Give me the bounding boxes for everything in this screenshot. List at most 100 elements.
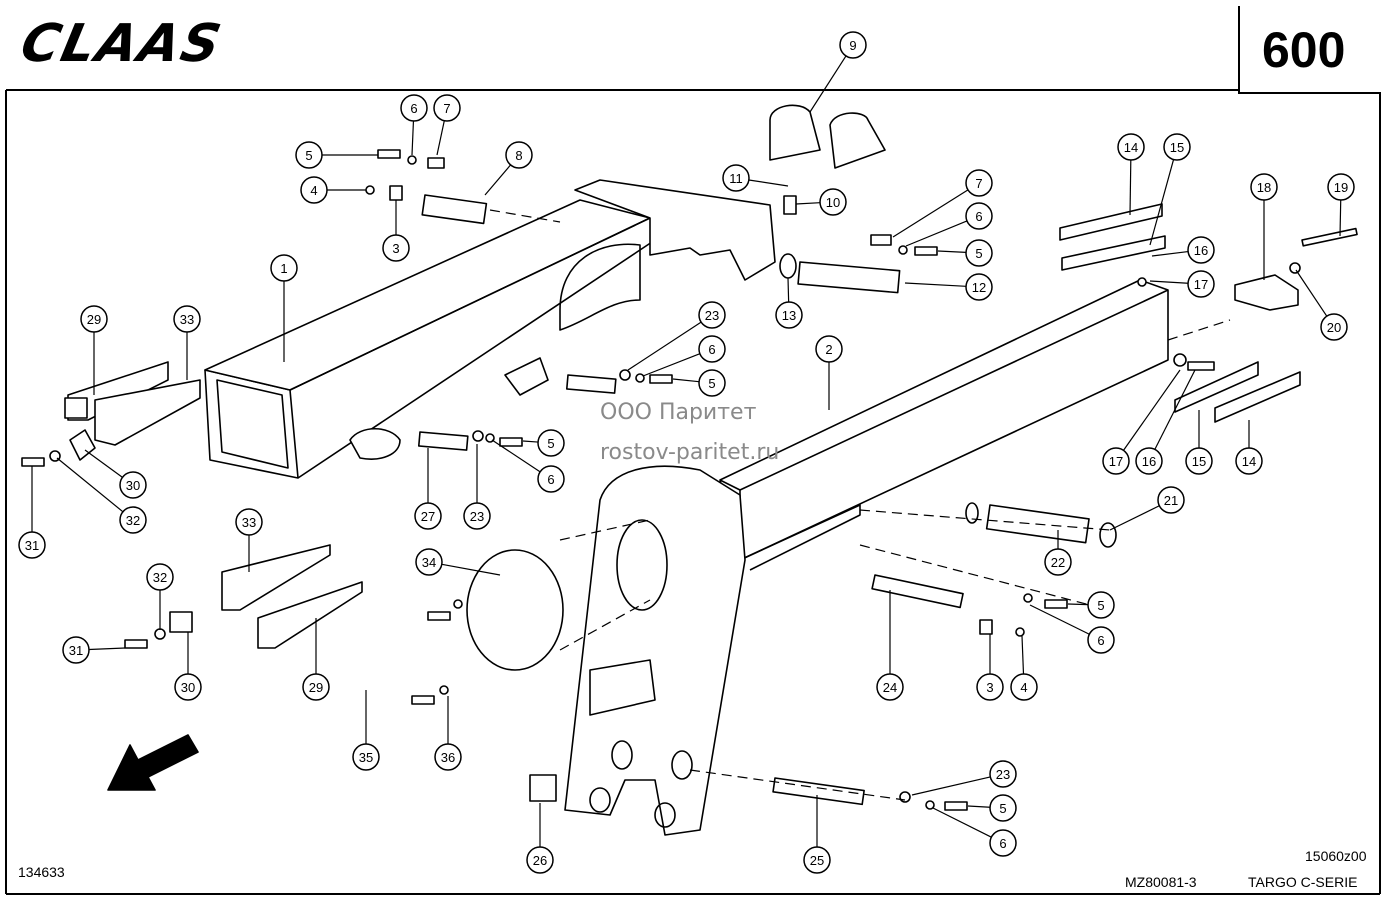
callout-number: 23 [705, 308, 719, 323]
callout-bubble [965, 273, 993, 301]
callout-number: 19 [1334, 180, 1348, 195]
callout-15: 15 [1149, 133, 1191, 246]
callout-leader [491, 439, 541, 473]
callout-number: 6 [975, 209, 982, 224]
drawing-frame [5, 89, 1381, 895]
callout-10: 10 [795, 188, 847, 216]
callout-leader [905, 220, 968, 247]
callout-number: 18 [1257, 180, 1271, 195]
callout-3: 3 [382, 200, 410, 262]
callout-4: 4 [300, 176, 366, 204]
callout-15: 15 [1185, 410, 1213, 475]
callout-bubble [1235, 447, 1263, 475]
footer-left-code: 134633 [18, 864, 65, 880]
callout-bubble [352, 743, 380, 771]
callout-leader [88, 647, 126, 651]
callout-leader [1129, 159, 1132, 216]
callout-6: 6 [491, 439, 565, 493]
callout-number: 22 [1051, 555, 1065, 570]
callout-bubble [1163, 133, 1191, 161]
callout-leader [56, 457, 124, 513]
callout-leader [809, 55, 847, 113]
cover-plate-part-34 [466, 549, 564, 671]
callout-number: 5 [305, 148, 312, 163]
callout-bubble [965, 239, 993, 267]
callout-number: 5 [975, 246, 982, 261]
callout-bubble [400, 94, 428, 122]
callout-bubble [976, 673, 1004, 701]
callout-5: 5 [937, 239, 993, 267]
boom-tube-part-1 [204, 179, 776, 479]
callout-bubble [537, 429, 565, 457]
callout-leader [441, 563, 501, 576]
callout-number: 5 [547, 436, 554, 451]
callout-bubble [965, 169, 993, 197]
callout-7: 7 [433, 94, 461, 156]
callout-number: 17 [1194, 277, 1208, 292]
callout-bubble [989, 794, 1017, 822]
callout-bubble [1117, 133, 1145, 161]
callout-number: 5 [1097, 598, 1104, 613]
callout-bubble [989, 760, 1017, 788]
callout-17: 17 [1149, 270, 1215, 298]
callout-16: 16 [1151, 236, 1215, 264]
assembly-guide-lines [489, 209, 1231, 801]
callout-leader [1029, 604, 1090, 635]
callout-5: 5 [967, 794, 1017, 822]
callout-1: 1 [270, 254, 298, 362]
callout-leader [1154, 369, 1196, 450]
callout-number: 11 [729, 171, 743, 186]
callout-22: 22 [1044, 530, 1072, 576]
callout-number: 1 [280, 261, 287, 276]
callout-6: 6 [400, 94, 428, 156]
callout-leader [911, 776, 991, 796]
page-number-box [1238, 6, 1380, 94]
callout-leader [1151, 250, 1189, 257]
callout-25: 25 [803, 795, 831, 874]
callout-leader [904, 282, 967, 287]
callout-32: 32 [146, 563, 174, 630]
callout-bubble [62, 636, 90, 664]
callout-29: 29 [80, 305, 108, 395]
callout-number: 20 [1327, 320, 1341, 335]
callout-bubble [1087, 591, 1115, 619]
callout-leader [1149, 159, 1175, 246]
callout-number: 10 [826, 195, 840, 210]
callout-12: 12 [904, 273, 993, 301]
callout-13: 13 [775, 277, 803, 329]
callout-6: 6 [1029, 604, 1115, 654]
callout-number: 6 [547, 472, 554, 487]
callout-number: 34 [422, 555, 436, 570]
footer-drawing-code: MZ80081-3 [1125, 874, 1197, 890]
callout-30: 30 [84, 449, 147, 499]
callout-number: 8 [515, 148, 522, 163]
callout-leader [436, 120, 445, 156]
callout-number: 25 [810, 853, 824, 868]
callout-bubble [1320, 313, 1348, 341]
callout-bubble [434, 743, 462, 771]
callout-14: 14 [1235, 420, 1263, 475]
callout-bubble [1102, 447, 1130, 475]
callout-bubble [1185, 447, 1213, 475]
callout-bubble [80, 305, 108, 333]
callout-number: 31 [69, 643, 83, 658]
callout-number: 6 [1097, 633, 1104, 648]
callout-bubble [876, 673, 904, 701]
callout-number: 30 [126, 478, 140, 493]
callout-bubble [819, 188, 847, 216]
callout-5: 5 [295, 141, 378, 169]
callout-26: 26 [526, 803, 554, 874]
callout-9: 9 [809, 31, 867, 113]
callout-leader [932, 807, 992, 838]
callout-23: 23 [463, 444, 491, 530]
parts-linework [21, 104, 1358, 836]
callout-bubble [1187, 270, 1215, 298]
callout-number: 16 [1142, 454, 1156, 469]
callout-number: 23 [470, 509, 484, 524]
callout-bubble [698, 301, 726, 329]
callout-leader [1295, 269, 1328, 317]
callout-bubble [722, 164, 750, 192]
callout-19: 19 [1327, 173, 1355, 237]
